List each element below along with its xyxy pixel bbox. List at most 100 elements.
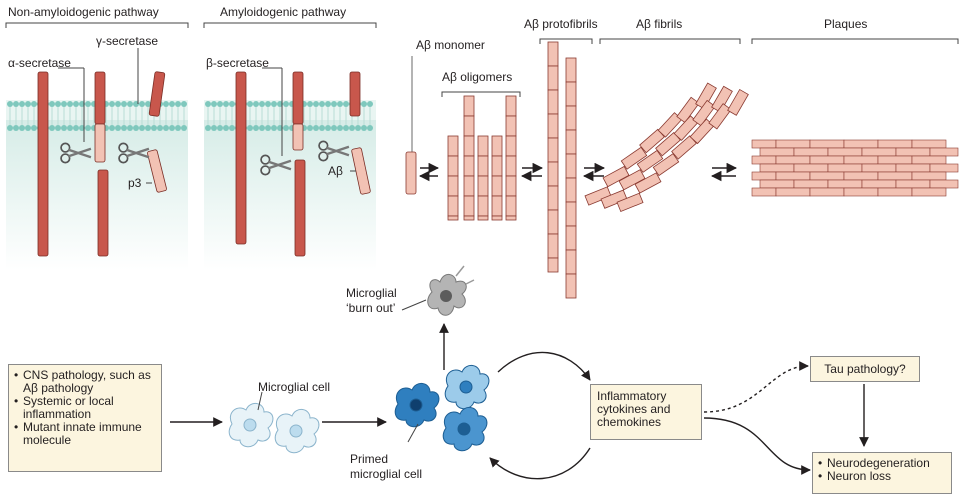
- burnout-pointer: [401, 299, 427, 311]
- plaque-segment: [759, 147, 795, 157]
- app-full-rod: [37, 71, 49, 257]
- lipid-head: [325, 101, 331, 107]
- lipid-head: [223, 125, 229, 131]
- bracket-non-amyloidogenic: [5, 22, 189, 28]
- plaque-grid: [751, 139, 959, 197]
- fibril-chain: [584, 82, 717, 206]
- label-primed-line2: microglial cell: [350, 467, 423, 481]
- lipid-head: [145, 125, 151, 131]
- lipid-head: [25, 125, 31, 131]
- lipid-head: [229, 125, 235, 131]
- lipid-head: [169, 101, 175, 107]
- protofibril-rod: [547, 41, 559, 273]
- membrane-panel-left: [6, 100, 188, 270]
- app-rod-pink-segment: [94, 123, 106, 163]
- lipid-head: [127, 101, 133, 107]
- oligomer-rod: [463, 95, 475, 221]
- header-fibrils: Aβ fibrils: [636, 17, 683, 31]
- lipid-head: [169, 125, 175, 131]
- bracket-protofibrils: [539, 38, 593, 44]
- lipid-head: [67, 125, 73, 131]
- lipid-head: [283, 101, 289, 107]
- plaque-segment: [843, 139, 879, 149]
- abeta-fibril-rods: [584, 82, 749, 213]
- lipid-head: [307, 125, 313, 131]
- lipid-head: [247, 125, 253, 131]
- lipid-head: [253, 125, 259, 131]
- lipid-head: [259, 101, 265, 107]
- header-brackets: [5, 22, 959, 97]
- plaque-segment: [895, 163, 931, 173]
- lipid-head: [61, 125, 67, 131]
- cytokines-box: Inflammatory cytokines and chemokines: [590, 384, 702, 440]
- lipid-head: [337, 101, 343, 107]
- lipid-head: [157, 125, 163, 131]
- lipid-head: [13, 125, 19, 131]
- plaque-segment: [759, 163, 795, 173]
- plaque-segment: [911, 139, 947, 149]
- flow-arrows: [170, 351, 869, 480]
- lipid-head: [25, 101, 31, 107]
- lipid-head: [31, 101, 37, 107]
- lipid-head: [73, 101, 79, 107]
- lipid-head: [145, 101, 151, 107]
- lipid-head: [61, 101, 67, 107]
- oligomer-rod: [505, 95, 517, 221]
- oligomer-rod: [491, 135, 503, 221]
- lipid-head: [115, 101, 121, 107]
- plaque-segment: [877, 171, 913, 181]
- plaque-segment: [827, 179, 863, 189]
- lipid-head: [229, 101, 235, 107]
- trigger-cns-pathology: CNS pathology, such as Aβ pathology: [13, 369, 157, 395]
- oligomer-rod: [477, 135, 489, 221]
- ectodomain-fragment: [148, 71, 166, 117]
- label-burnout-line2: ‘burn out’: [346, 301, 396, 315]
- label-p3: p3: [128, 176, 142, 190]
- plaque-segment: [793, 147, 829, 157]
- lipid-head: [55, 125, 61, 131]
- lipid-head: [7, 125, 13, 131]
- lipid-head: [361, 101, 367, 107]
- lipid-head: [223, 101, 229, 107]
- plaque-segment: [843, 171, 879, 181]
- plaque-segment: [929, 163, 959, 173]
- outcome-neuron-loss: Neuron loss: [817, 470, 947, 484]
- lipid-head: [73, 125, 79, 131]
- trigger-mutant-molecule: Mutant innate immune molecule: [13, 421, 157, 447]
- lipid-head: [211, 101, 217, 107]
- lipid-head: [283, 125, 289, 131]
- label-primed-line1: Primed: [350, 452, 389, 466]
- outcomes-box: Neurodegeneration Neuron loss: [812, 452, 952, 494]
- plaque-segment: [775, 171, 811, 181]
- lipid-head: [181, 101, 187, 107]
- app-fragments-amyloidogenic: [235, 71, 371, 257]
- lipid-head: [367, 125, 373, 131]
- lipid-head: [313, 125, 319, 131]
- label-abeta: Aβ: [328, 164, 343, 178]
- lipid-head: [265, 101, 271, 107]
- abeta-monomer-rod: [405, 151, 417, 195]
- lipid-head: [331, 101, 337, 107]
- lipid-head: [319, 125, 325, 131]
- bracket-oligomers: [441, 91, 521, 97]
- lipid-head: [181, 125, 187, 131]
- tau-text: Tau pathology?: [824, 361, 906, 376]
- app-rod-pink-segment-2: [292, 123, 304, 151]
- app-rod-cut-bottom: [97, 169, 109, 257]
- lipid-head: [115, 125, 121, 131]
- lipid-head: [121, 125, 127, 131]
- lipid-head: [265, 125, 271, 131]
- plaque-segment: [775, 155, 811, 165]
- lipid-head: [313, 101, 319, 107]
- protofibril-rod: [565, 57, 577, 299]
- lipid-head: [139, 125, 145, 131]
- cytokines-text: Inflammatory cytokines and chemokines: [597, 389, 671, 429]
- plaque-segment: [809, 171, 845, 181]
- lipid-head: [49, 125, 55, 131]
- lipid-head: [325, 125, 331, 131]
- header-non-amyloidogenic: Non-amyloidogenic pathway: [8, 5, 159, 19]
- app-rod-cut-top: [94, 71, 106, 125]
- arrow-loop-bottom: [489, 447, 591, 480]
- plaque-segment: [759, 179, 795, 189]
- microglial-burnout-cell: [427, 265, 475, 316]
